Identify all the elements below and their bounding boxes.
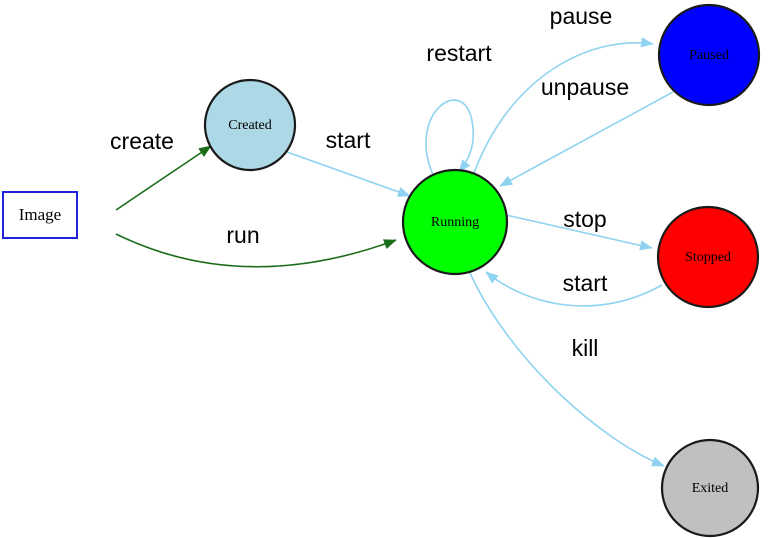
node-stopped-label: Stopped xyxy=(685,250,731,265)
node-stopped[interactable]: Stopped xyxy=(656,205,760,309)
edge-label-restart: restart xyxy=(426,40,492,66)
node-exited-label: Exited xyxy=(692,481,729,496)
edge-run-path xyxy=(115,233,397,268)
edge-unpause: unpause xyxy=(499,74,674,187)
node-created[interactable]: Created xyxy=(203,78,297,172)
edge-unpause-path xyxy=(499,91,674,187)
node-image-label: Image xyxy=(19,205,61,224)
edge-pause: pause xyxy=(473,3,654,174)
edge-restart-path xyxy=(425,99,475,178)
edge-label-unpause: unpause xyxy=(541,74,629,100)
edge-pause-path xyxy=(473,37,654,174)
node-running-shape[interactable] xyxy=(401,168,509,276)
edge-create: create xyxy=(110,128,212,211)
edge-label-stop: stop xyxy=(563,206,606,232)
edge-stop: stop xyxy=(505,206,653,251)
node-created-label: Created xyxy=(228,118,272,133)
edge-kill-path xyxy=(469,272,665,467)
edge-label-create: create xyxy=(110,128,174,154)
node-image[interactable]: Image xyxy=(2,191,78,239)
edge-run: run xyxy=(115,222,397,268)
node-paused-shape[interactable] xyxy=(657,3,761,107)
node-created-shape[interactable] xyxy=(203,78,297,172)
edge-start-created-path xyxy=(286,151,411,197)
edge-label-start-created: start xyxy=(326,127,371,153)
edge-create-path xyxy=(115,145,212,211)
edge-kill: kill xyxy=(469,272,665,467)
edge-start-created: start xyxy=(286,127,411,197)
node-exited-shape[interactable] xyxy=(660,438,760,538)
node-running[interactable]: Running xyxy=(401,168,509,276)
edge-label-run: run xyxy=(226,222,259,248)
node-paused-label: Paused xyxy=(689,48,729,63)
node-image-shape[interactable] xyxy=(2,191,78,239)
edge-label-kill: kill xyxy=(572,335,599,361)
edge-stop-path xyxy=(505,214,653,251)
node-running-label: Running xyxy=(431,215,479,230)
edge-restart: restart xyxy=(425,40,492,178)
node-stopped-shape[interactable] xyxy=(656,205,760,309)
edge-label-pause: pause xyxy=(550,3,613,29)
node-paused[interactable]: Paused xyxy=(657,3,761,107)
edge-start-stopped: start xyxy=(485,270,663,307)
node-exited[interactable]: Exited xyxy=(660,438,760,538)
edge-start-stopped-path xyxy=(485,271,663,307)
edge-label-start-stopped: start xyxy=(563,270,608,296)
